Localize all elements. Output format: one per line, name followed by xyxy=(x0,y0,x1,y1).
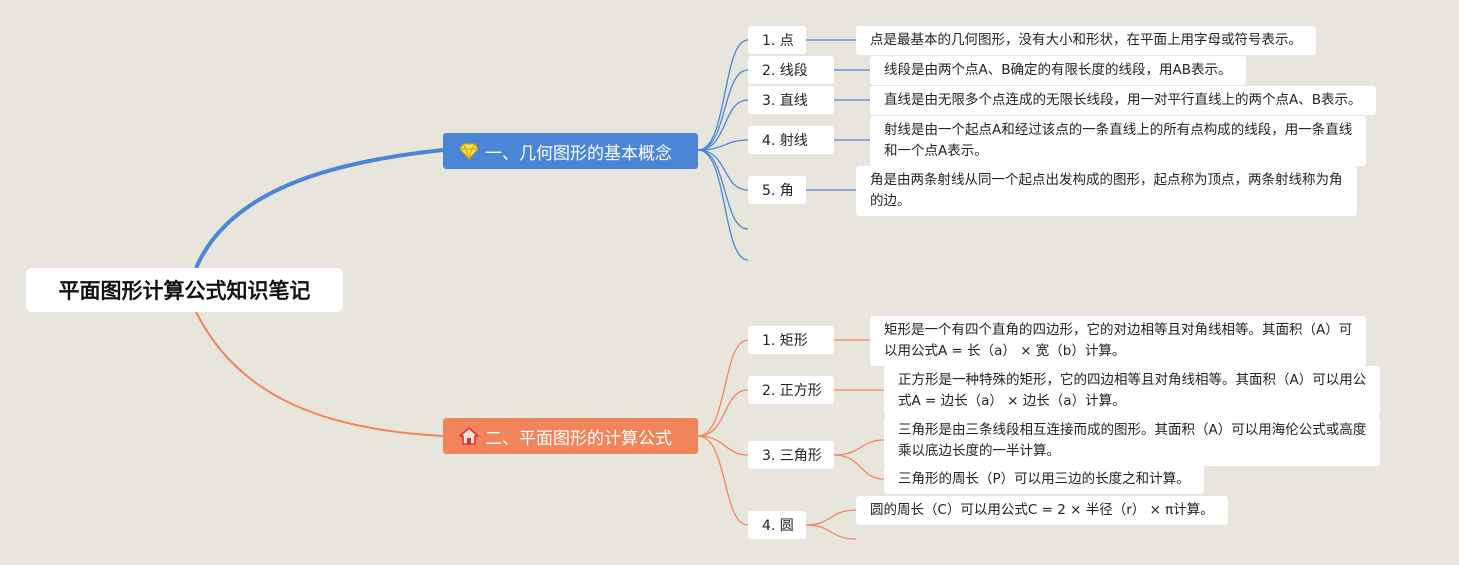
note-triangle-area[interactable]: 三角形是由三条线段相互连接而成的图形。其面积（A）可以用海伦公式或高度 乘以底边… xyxy=(884,416,1381,466)
sub-topic-label: 3. 直线 xyxy=(762,93,808,109)
sub-topic-square[interactable]: 2. 正方形 xyxy=(748,376,834,404)
link-b1-extra2 xyxy=(697,149,749,261)
note-line: 点是最基本的几何图形，没有大小和形状，在平面上用字母或符号表示。 xyxy=(870,32,1302,48)
note-line: 矩形是一个有四个直角的四边形，它的对边相等且对角线相等。其面积（A）可 xyxy=(884,322,1353,338)
link-b1-item2 xyxy=(697,69,749,151)
note-triangle-perimeter[interactable]: 三角形的周长（P）可以用三边的长度之和计算。 xyxy=(884,465,1204,494)
sub-topic-line[interactable]: 3. 直线 xyxy=(748,86,834,114)
branch-title: 一、几何图形的基本概念 xyxy=(485,143,672,164)
note-line: 的边。 xyxy=(870,193,911,209)
branch-basic-concepts[interactable]: 一、几何图形的基本概念 xyxy=(443,133,698,169)
note-square[interactable]: 正方形是一种特殊的矩形，它的四边相等且对角线相等。其面积（A）可以用公 式A =… xyxy=(884,366,1381,416)
sub-topic-rectangle[interactable]: 1. 矩形 xyxy=(748,326,834,354)
note-line: 正方形是一种特殊的矩形，它的四边相等且对角线相等。其面积（A）可以用公 xyxy=(898,372,1367,388)
note-point[interactable]: 点是最基本的几何图形，没有大小和形状，在平面上用字母或符号表示。 xyxy=(856,26,1316,55)
link-b2-item1 xyxy=(697,339,749,437)
link-b2-item4 xyxy=(697,435,749,526)
sub-topic-label: 2. 正方形 xyxy=(762,383,822,399)
sub-topic-point[interactable]: 1. 点 xyxy=(748,26,806,54)
link-b2-item3 xyxy=(697,435,749,456)
sub-topic-label: 4. 圆 xyxy=(762,518,794,534)
link-root-branch2 xyxy=(195,311,444,437)
link-b1-item3 xyxy=(697,99,749,151)
sub-topic-ray[interactable]: 4. 射线 xyxy=(748,126,834,154)
sub-topic-label: 5. 角 xyxy=(762,183,794,199)
note-line: 三角形的周长（P）可以用三边的长度之和计算。 xyxy=(898,471,1190,487)
link-root-branch1 xyxy=(194,148,444,269)
link-b2-item2 xyxy=(697,389,749,437)
note-line: 三角形是由三条线段相互连接而成的图形。其面积（A）可以用海伦公式或高度 xyxy=(898,422,1367,438)
note-line: 圆的周长（C）可以用公式C = 2 × 半径（r） × π计算。 xyxy=(870,502,1214,518)
branch-calculation-formulas[interactable]: 二、平面图形的计算公式 xyxy=(443,418,698,454)
sub-topic-angle[interactable]: 5. 角 xyxy=(748,176,806,204)
link-b1-item5 xyxy=(697,149,749,191)
note-line-definition[interactable]: 直线是由无限多个点连成的无限长线段，用一对平行直线上的两个点A、B表示。 xyxy=(870,86,1376,115)
note-line: 和一个点A表示。 xyxy=(884,143,988,159)
note-line: 直线是由无限多个点连成的无限长线段，用一对平行直线上的两个点A、B表示。 xyxy=(884,92,1362,108)
diamond-icon xyxy=(459,141,479,161)
sub-topic-label: 4. 射线 xyxy=(762,133,808,149)
note-line: 乘以底边长度的一半计算。 xyxy=(898,443,1060,459)
note-rectangle[interactable]: 矩形是一个有四个直角的四边形，它的对边相等且对角线相等。其面积（A）可 以用公式… xyxy=(870,316,1367,366)
note-line: 射线是由一个起点A和经过该点的一条直线上的所有点构成的线段，用一条直线 xyxy=(884,122,1353,138)
sub-topic-label: 1. 矩形 xyxy=(762,333,808,349)
branch-title: 二、平面图形的计算公式 xyxy=(485,428,672,449)
house-icon xyxy=(459,426,479,446)
note-line: 线段是由两个点A、B确定的有限长度的线段，用AB表示。 xyxy=(884,62,1232,78)
root-topic[interactable]: 平面图形计算公式知识笔记 xyxy=(26,268,343,312)
note-angle[interactable]: 角是由两条射线从同一个起点出发构成的图形，起点称为顶点，两条射线称为角 的边。 xyxy=(856,166,1357,216)
note-line: 式A = 边长（a） × 边长（a）计算。 xyxy=(898,393,1126,409)
link-b1-extra1 xyxy=(697,149,749,230)
link-b1-item4 xyxy=(697,139,749,151)
sub-topic-segment[interactable]: 2. 线段 xyxy=(748,56,834,84)
sub-topic-label: 2. 线段 xyxy=(762,63,808,79)
sub-topic-label: 3. 三角形 xyxy=(762,448,822,464)
note-line: 以用公式A = 长（a） × 宽（b）计算。 xyxy=(884,343,1126,359)
note-line: 角是由两条射线从同一个起点出发构成的图形，起点称为顶点，两条射线称为角 xyxy=(870,172,1343,188)
note-ray[interactable]: 射线是由一个起点A和经过该点的一条直线上的所有点构成的线段，用一条直线 和一个点… xyxy=(870,116,1367,166)
link-b1-item1 xyxy=(697,39,749,151)
sub-topic-circle[interactable]: 4. 圆 xyxy=(748,511,806,539)
sub-topic-label: 1. 点 xyxy=(762,33,794,49)
sub-topic-triangle[interactable]: 3. 三角形 xyxy=(748,441,834,469)
note-segment[interactable]: 线段是由两个点A、B确定的有限长度的线段，用AB表示。 xyxy=(870,56,1246,85)
note-circle[interactable]: 圆的周长（C）可以用公式C = 2 × 半径（r） × π计算。 xyxy=(856,496,1228,525)
